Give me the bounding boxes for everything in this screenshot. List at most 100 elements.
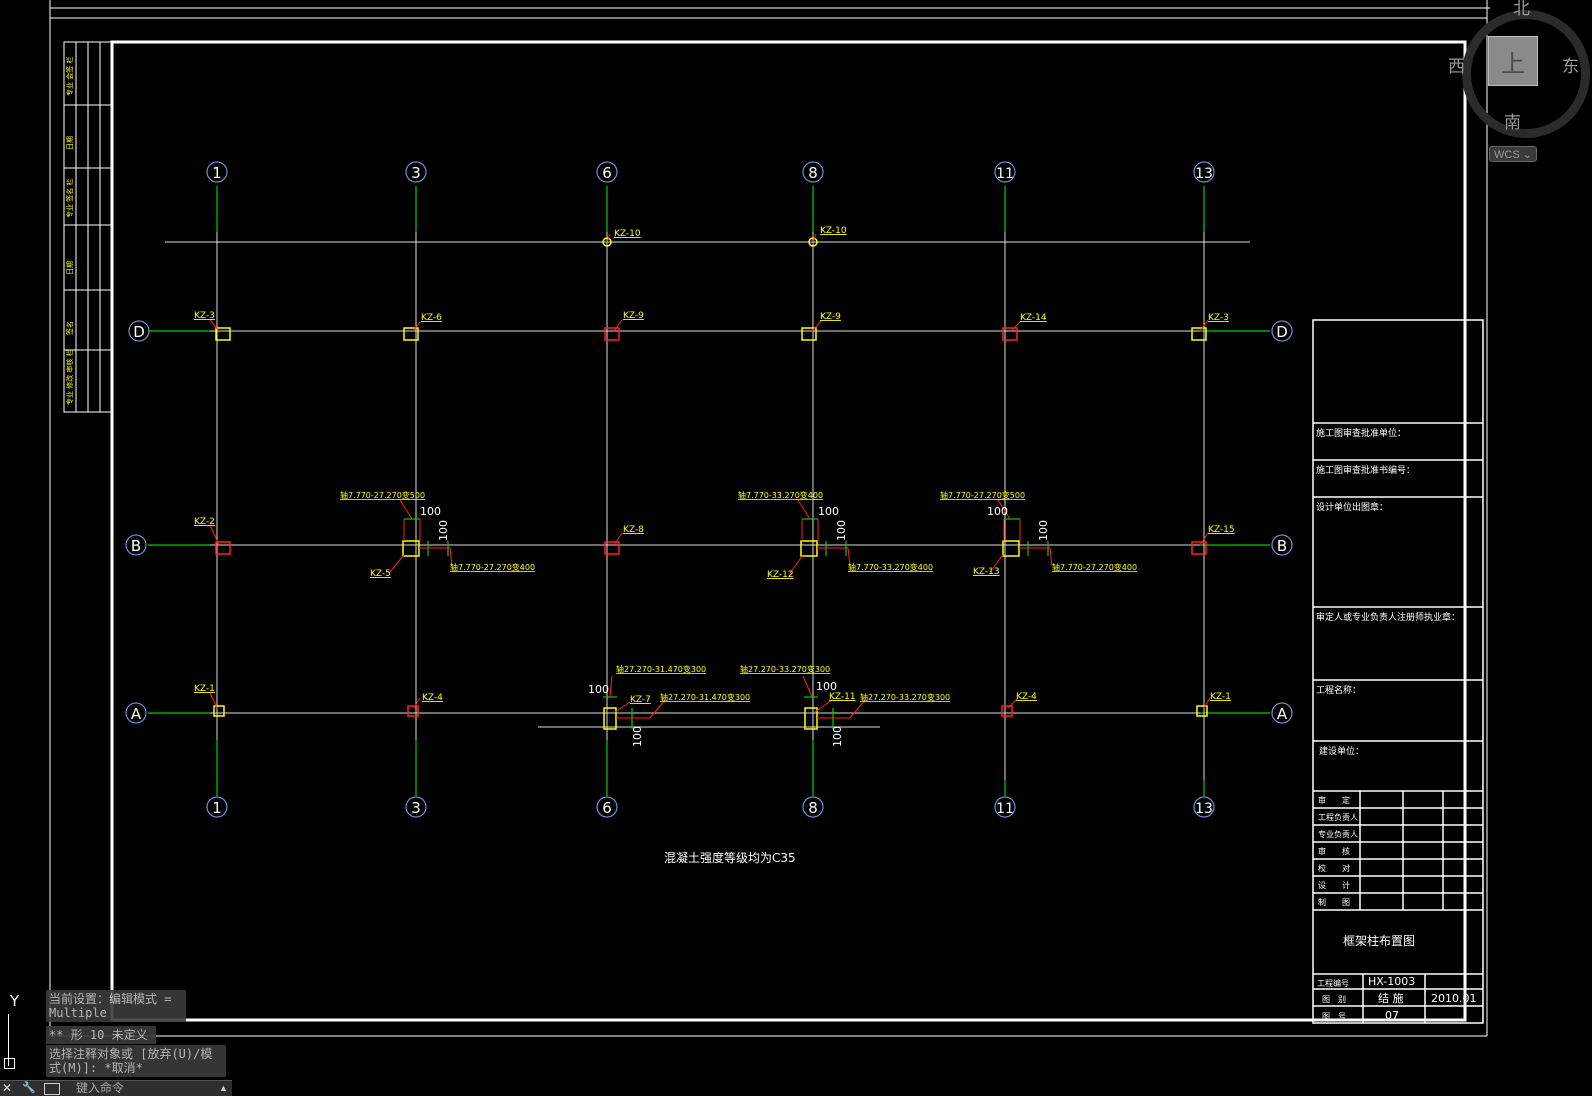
axis-bubble-left: B <box>125 534 147 556</box>
offset-note: 轴27.270-31.470变300 <box>660 692 750 702</box>
tb-review-unit: 施工图审查批准单位： <box>1316 427 1406 439</box>
column-marker[interactable] <box>1191 327 1207 341</box>
offset-dim-label: 100 <box>831 726 844 747</box>
offset-dim-label: 100 <box>420 505 441 518</box>
column-tag: KZ-1 <box>1210 692 1231 702</box>
strip-label: 专业 会签 栏 <box>65 57 74 96</box>
chevron-down-icon: ⌄ <box>1519 149 1532 161</box>
compass-east-label[interactable]: 东 <box>1562 57 1579 77</box>
column-marker[interactable] <box>604 327 620 341</box>
column-tag: KZ-7 <box>630 695 651 705</box>
svg-text:11: 11 <box>996 801 1014 817</box>
strip-label: 日期 <box>66 136 74 150</box>
svg-text:D: D <box>1276 323 1288 341</box>
axis-lines-green-vertical <box>216 186 1205 796</box>
chevron-up-icon[interactable]: ▲ <box>219 1083 228 1093</box>
column-marker[interactable] <box>801 327 817 341</box>
tb-sheet-label: 图 号 <box>1322 1012 1346 1021</box>
column-marker[interactable] <box>213 705 225 717</box>
tb-sheet: 07 <box>1385 1009 1399 1022</box>
compass-south-label[interactable]: 南 <box>1504 113 1521 133</box>
strip-label: 日期 <box>66 261 74 275</box>
column-marker[interactable] <box>1002 327 1018 341</box>
command-prompt-icon[interactable] <box>44 1083 60 1095</box>
column-tag: KZ-10 <box>614 229 641 239</box>
column-marker[interactable] <box>603 707 617 730</box>
svg-text:D: D <box>133 323 145 341</box>
tb-sign-row: 校 对 <box>1318 863 1350 873</box>
command-input[interactable] <box>76 1081 216 1096</box>
tb-sign-row: 审 核 <box>1318 846 1350 856</box>
offset-dim-label: 100 <box>816 680 837 693</box>
ucs-y-label: Y <box>10 992 20 1010</box>
column-marker[interactable] <box>800 540 818 557</box>
column-tag: KZ-6 <box>421 313 442 323</box>
column-tag: KZ-1 <box>194 684 215 694</box>
tb-review-cert: 施工图审查批准书编号： <box>1316 464 1415 476</box>
column-tag: KZ-5 <box>370 569 391 579</box>
wcs-label: WCS <box>1494 149 1520 161</box>
column-marker[interactable] <box>1196 705 1208 717</box>
column-marker[interactable] <box>407 705 419 717</box>
column-marker[interactable] <box>1001 705 1013 717</box>
svg-text:3: 3 <box>411 164 421 182</box>
axis-bubble-right: A <box>1271 702 1293 724</box>
offset-dim-label: 100 <box>835 520 848 541</box>
svg-text:1: 1 <box>212 799 222 817</box>
viewcube-top-face[interactable]: 上 <box>1488 36 1538 86</box>
column-marker[interactable] <box>402 540 420 557</box>
column-tag: KZ-3 <box>1208 313 1229 323</box>
axis-bubble-bottom: 11 <box>994 796 1016 818</box>
wrench-icon[interactable]: 🔧 <box>22 1082 36 1094</box>
tb-category: 结 施 <box>1378 992 1404 1005</box>
axis-bubble-top: 13 <box>1193 161 1215 183</box>
axis-bubble-top: 1 <box>206 161 228 183</box>
tb-date: 2010.01 <box>1431 992 1477 1005</box>
tb-category-label: 图 别 <box>1322 995 1346 1004</box>
column-tag: KZ-3 <box>194 311 215 321</box>
column-marker[interactable] <box>403 327 419 341</box>
strip-label: 专业 签名 栏 <box>65 179 74 218</box>
offset-note: 轴27.270-33.270变300 <box>860 692 950 702</box>
column-tag: KZ-8 <box>623 525 644 535</box>
command-history-line: 当前设置：编辑模式 = Multiple <box>46 990 186 1022</box>
column-marker[interactable] <box>215 327 231 341</box>
column-marker-round[interactable] <box>808 237 818 247</box>
close-icon[interactable]: ✕ <box>2 1081 13 1095</box>
offset-note: 轴7.770-33.270变400 <box>848 562 933 572</box>
axis-bubble-left: A <box>125 702 147 724</box>
column-marker[interactable] <box>604 541 620 555</box>
viewcube-compass-ring[interactable] <box>1462 10 1590 138</box>
offset-dim-label: 100 <box>437 520 450 541</box>
svg-text:8: 8 <box>808 799 818 817</box>
offset-dim-label: 100 <box>987 505 1008 518</box>
axis-bubble-top: 3 <box>405 161 427 183</box>
compass-north-label[interactable]: 北 <box>1513 0 1530 19</box>
column-tag: KZ-12 <box>767 570 794 580</box>
axis-bubble-bottom: 6 <box>596 796 618 818</box>
svg-text:1: 1 <box>212 164 222 182</box>
axis-bubble-bottom: 1 <box>206 796 228 818</box>
compass-west-label[interactable]: 西 <box>1448 57 1465 77</box>
column-marker[interactable] <box>804 707 818 730</box>
svg-text:A: A <box>131 705 142 723</box>
tb-client: 建设单位： <box>1319 745 1364 757</box>
column-marker[interactable] <box>1191 541 1207 555</box>
tb-sign-row: 专业负责人 <box>1318 829 1358 839</box>
tb-project-no-label: 工程编号 <box>1317 978 1349 988</box>
left-sign-strip <box>63 41 113 413</box>
offset-note: 轴7.770-33.270变400 <box>738 490 823 500</box>
column-marker-round[interactable] <box>602 237 612 247</box>
wcs-menu-button[interactable]: WCS ⌄ <box>1489 146 1537 162</box>
column-marker[interactable] <box>215 541 231 555</box>
axis-bubble-bottom: 3 <box>405 796 427 818</box>
offset-leaders <box>399 499 1053 719</box>
axis-bubble-top: 11 <box>994 161 1016 183</box>
axis-lines-green <box>148 330 1270 714</box>
column-tag: KZ-4 <box>422 693 443 703</box>
strip-label: 专业 修改 审核 栏 <box>65 349 74 405</box>
column-tag: KZ-11 <box>829 692 856 702</box>
offset-dim-label: 100 <box>1037 520 1050 541</box>
svg-text:11: 11 <box>996 166 1014 182</box>
